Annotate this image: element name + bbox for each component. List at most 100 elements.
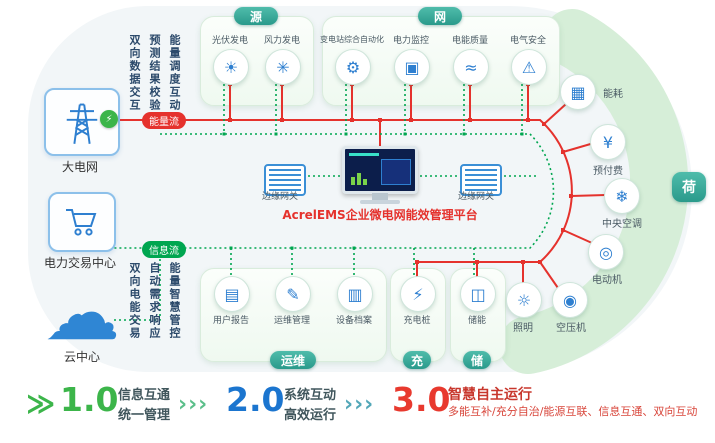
legend-chevron-2-icon: ››› bbox=[344, 392, 375, 417]
energy-storage-icon-glyph: ◫ bbox=[470, 284, 486, 304]
energy-consumption-icon: ▦ bbox=[560, 74, 596, 110]
lighting-icon-glyph: ☼ bbox=[516, 290, 532, 310]
power-quality-icon-glyph: ≈ bbox=[464, 57, 478, 77]
energy-flow-lines bbox=[116, 84, 607, 289]
energy-consumption-icon-glyph: ▦ bbox=[570, 82, 586, 102]
load-arc-band bbox=[499, 9, 689, 374]
legend-text-1: 信息互通 统一管理 bbox=[118, 386, 170, 425]
motor-label: 电动机 bbox=[592, 275, 622, 286]
legend-version-2: 2.0 bbox=[226, 380, 285, 419]
monitor-chart-strip bbox=[349, 153, 379, 156]
bottom-interaction-notes: 双向电能交易 自动需求响应 能量智慧管控 bbox=[126, 262, 182, 366]
equipment-archive-icon: ▥ bbox=[337, 276, 373, 312]
energy-flow-pill: 能量流 bbox=[142, 112, 186, 129]
power-monitor-icon-glyph: ▣ bbox=[404, 57, 420, 77]
edge-gateway-right-icon bbox=[460, 164, 502, 196]
load-pill-label: 荷 bbox=[682, 180, 696, 196]
substation-label: 变电站综合自动化 bbox=[320, 35, 384, 44]
cloud-icon-glyph: ☁ bbox=[44, 268, 120, 357]
substation-icon-glyph: ⚙ bbox=[345, 57, 361, 77]
equipment-archive-label: 设备档案 bbox=[335, 316, 372, 326]
note-dispatch-interaction: 能量调度互动 bbox=[168, 34, 181, 112]
charging-pile-icon: ⚡ bbox=[400, 276, 436, 312]
om-pill: 运维 bbox=[270, 351, 316, 369]
central-ac-label: 中央空调 bbox=[602, 219, 642, 230]
monitor-bar-2 bbox=[357, 173, 361, 185]
main-grid-label: 大电网 bbox=[61, 160, 98, 174]
electrical-safety-icon: ⚠ bbox=[511, 49, 547, 85]
gateway-lines bbox=[269, 169, 301, 191]
monitor-base bbox=[360, 200, 400, 204]
legend-3-line2: 多能互补/充分自治/能源互联、信息互通、双向互动 bbox=[448, 405, 698, 419]
lighting-label: 照明 bbox=[513, 323, 533, 334]
om-pill-label: 运维 bbox=[280, 353, 305, 368]
monitor-bar-1 bbox=[351, 177, 355, 185]
power-quality-label: 电能质量 bbox=[451, 36, 488, 46]
grid-pill: 网 bbox=[418, 7, 462, 25]
load-pill: 荷 bbox=[672, 172, 706, 202]
om-management-icon-glyph: ✎ bbox=[286, 284, 300, 304]
info-flow-nodes bbox=[222, 132, 524, 250]
equipment-archive-icon-glyph: ▥ bbox=[347, 284, 363, 304]
user-report-label: 用户报告 bbox=[212, 316, 249, 326]
charging-pile-label: 充电桩 bbox=[403, 316, 431, 326]
gateway-lines bbox=[465, 169, 497, 191]
transmission-tower-icon bbox=[66, 103, 98, 144]
note-smart-control: 能量智慧管控 bbox=[168, 262, 181, 340]
prepaid-icon: ¥ bbox=[590, 124, 626, 160]
legend: ≫ 1.0 信息互通 统一管理 ››› 2.0 系统互动 高效运行 ››› 3.… bbox=[0, 378, 715, 440]
om-management-label: 运维管理 bbox=[273, 316, 310, 326]
energy-storage-icon: ◫ bbox=[460, 276, 496, 312]
legend-text-3: 智慧自主运行 多能互补/充分自治/能源互联、信息互通、双向互动 bbox=[448, 386, 697, 421]
storage-pill-label: 储 bbox=[470, 353, 483, 368]
substation-icon: ⚙ bbox=[335, 49, 371, 85]
cloud-icon: ☁ bbox=[36, 274, 128, 352]
info-flow-lines bbox=[114, 84, 555, 321]
user-report-icon: ▤ bbox=[214, 276, 250, 312]
central-ac-icon: ❄ bbox=[604, 178, 640, 214]
air-compressor-icon-glyph: ◉ bbox=[563, 290, 577, 310]
central-ac-icon-glyph: ❄ bbox=[615, 186, 629, 206]
prepaid-icon-glyph: ¥ bbox=[602, 132, 614, 152]
legend-version-1: 1.0 bbox=[60, 380, 119, 419]
platform-monitor bbox=[342, 146, 418, 194]
legend-text-2: 系统互动 高效运行 bbox=[284, 386, 336, 425]
power-monitor-label: 电力监控 bbox=[392, 36, 429, 46]
legend-1-line1: 信息互通 bbox=[118, 388, 171, 403]
monitor-panel bbox=[381, 159, 411, 185]
legend-2-line2: 高效运行 bbox=[284, 407, 337, 423]
cloud-center-label: 云中心 bbox=[63, 350, 100, 364]
pv-label: 光伏发电 bbox=[211, 36, 248, 46]
motor-icon: ◎ bbox=[588, 234, 624, 270]
user-report-icon-glyph: ▤ bbox=[224, 284, 240, 304]
power-quality-icon: ≈ bbox=[453, 49, 489, 85]
note-demand-response: 自动需求响应 bbox=[148, 262, 161, 340]
legend-version-3: 3.0 bbox=[392, 380, 451, 419]
legend-2-line1: 系统互动 bbox=[284, 388, 337, 403]
trading-center-box bbox=[48, 192, 116, 252]
note-bidirectional-trade: 双向电能交易 bbox=[128, 262, 141, 340]
note-data-exchange: 双向数据交互 bbox=[128, 34, 141, 112]
energy-flow-label: 能量流 bbox=[149, 117, 179, 128]
charging-pile-icon-glyph: ⚡ bbox=[412, 284, 424, 304]
legend-lead-arrow-icon: ≫ bbox=[26, 387, 56, 420]
source-pill-label: 源 bbox=[249, 9, 262, 24]
pv-icon-glyph: ☀ bbox=[223, 57, 239, 77]
grid-pill-label: 网 bbox=[433, 9, 446, 24]
charge-pill-label: 充 bbox=[410, 353, 423, 368]
info-flow-pill: 信息流 bbox=[142, 241, 186, 258]
electrical-safety-label: 电气安全 bbox=[509, 36, 546, 46]
wind-label: 风力发电 bbox=[263, 36, 300, 46]
wind-icon: ✳ bbox=[265, 49, 301, 85]
lighting-icon: ☼ bbox=[506, 282, 542, 318]
trading-center-label: 电力交易中心 bbox=[43, 256, 116, 270]
legend-chevron-1-icon: ››› bbox=[178, 392, 209, 417]
grid-energy-badge-icon: ⚡ bbox=[100, 110, 118, 128]
air-compressor-icon: ◉ bbox=[552, 282, 588, 318]
power-monitor-icon: ▣ bbox=[394, 49, 430, 85]
energy-storage-label: 储能 bbox=[467, 316, 486, 326]
edge-gateway-right-label: 边缘网关 bbox=[457, 192, 494, 202]
motor-icon-glyph: ◎ bbox=[599, 242, 613, 262]
charge-pill: 充 bbox=[403, 351, 431, 369]
